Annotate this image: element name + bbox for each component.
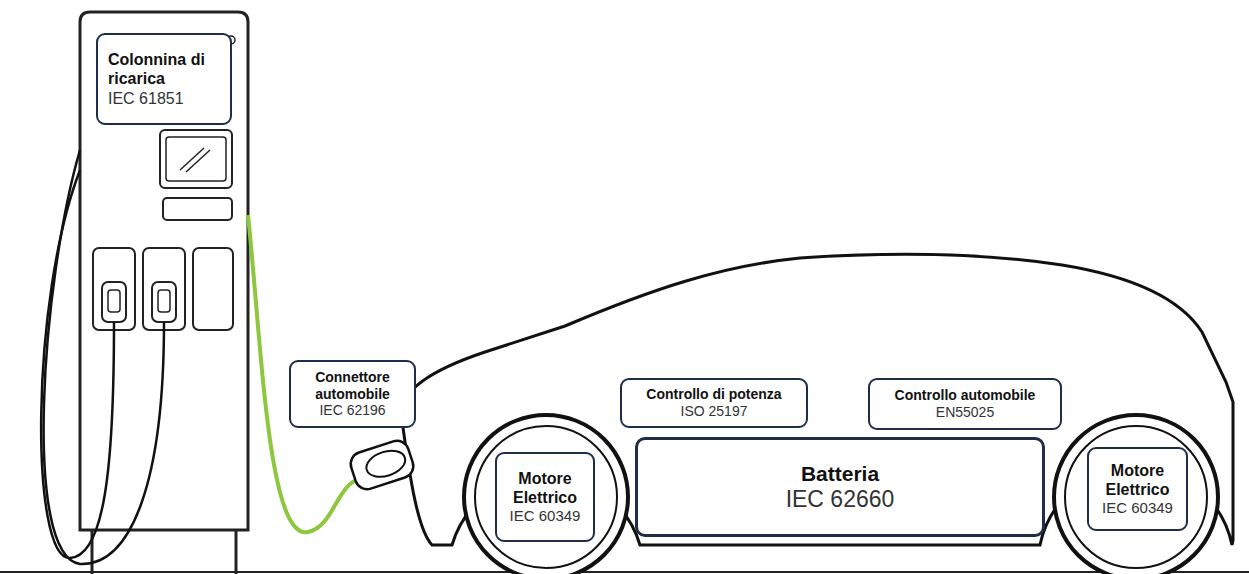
wheel [1054, 415, 1218, 574]
label-box: Motore ElettricoIEC 60349 [495, 452, 595, 542]
holster [143, 248, 185, 330]
wheel [464, 415, 628, 574]
component-name: Motore Elettrico [503, 469, 587, 507]
label-box: Controllo di potenzaISO 25197 [620, 378, 808, 428]
holster [193, 248, 233, 330]
label-box: BatteriaIEC 62660 [635, 437, 1045, 537]
label-box: Colonnina di ricaricaIEC 61851 [96, 33, 232, 125]
charging-station [80, 12, 248, 530]
screen-glare [186, 150, 210, 172]
component-name: Batteria [648, 461, 1032, 486]
standard-code: IEC 60349 [503, 507, 587, 525]
label-box: Motore ElettricoIEC 60349 [1087, 447, 1188, 531]
component-name: Connettore automobile [297, 369, 408, 403]
ground-line [0, 571, 1249, 573]
wheel-rim [475, 426, 617, 568]
station-screen [160, 130, 232, 188]
holster [93, 248, 135, 330]
car-body [401, 254, 1233, 545]
station-leg [235, 530, 238, 574]
nozzle [152, 282, 176, 322]
wheel-rim [1065, 426, 1207, 568]
component-name: Controllo automobile [876, 387, 1054, 404]
component-name: Colonnina di ricarica [108, 50, 220, 88]
station-cable [44, 150, 164, 564]
label-box: Connettore automobileIEC 62196 [289, 360, 416, 428]
component-name: Motore Elettrico [1095, 461, 1180, 499]
plug [348, 438, 417, 493]
standard-code: ISO 25197 [628, 403, 800, 420]
card-slot [163, 198, 232, 220]
standard-code: EN55025 [876, 404, 1054, 421]
label-box: Controllo automobileEN55025 [868, 378, 1062, 430]
nozzle [102, 282, 126, 322]
station-cable [41, 170, 114, 558]
plug-face [363, 446, 408, 481]
station-screen [166, 137, 226, 181]
plug-body [348, 438, 417, 493]
standard-code: IEC 60349 [1095, 499, 1180, 517]
standard-code: IEC 62196 [297, 402, 408, 419]
standard-code: IEC 61851 [108, 89, 220, 108]
nozzle-grip [108, 290, 120, 312]
standard-code: IEC 62660 [648, 486, 1032, 514]
component-name: Controllo di potenza [628, 386, 800, 403]
nozzle-grip [158, 290, 170, 312]
